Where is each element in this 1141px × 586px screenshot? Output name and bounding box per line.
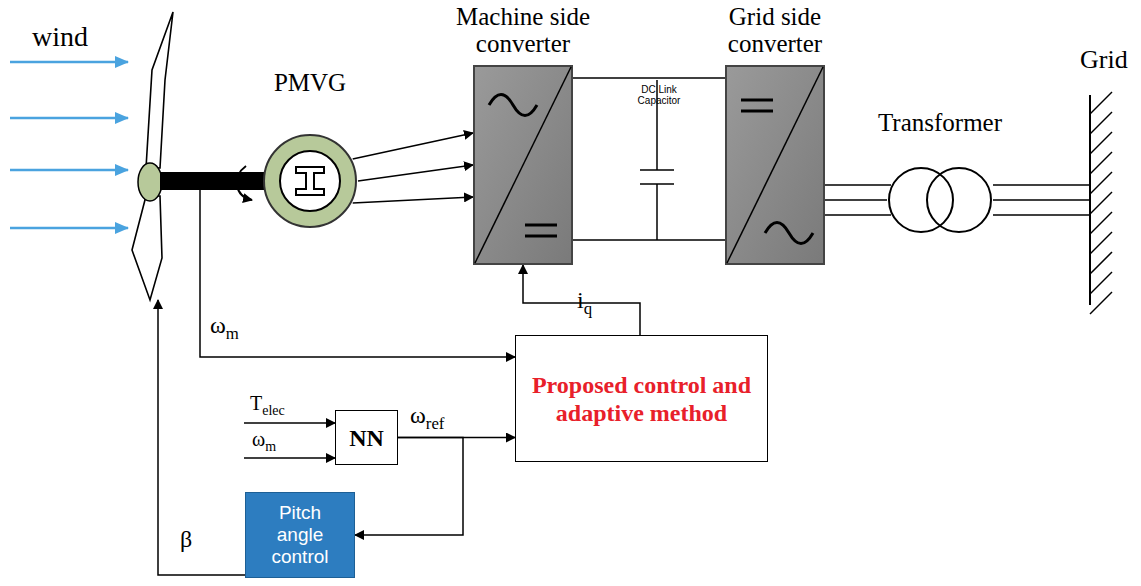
connector-line: [358, 165, 473, 181]
signal-name: iq: [577, 287, 592, 322]
generator-circle: PMVG: [262, 133, 358, 229]
speed-wire: [200, 190, 515, 357]
connector-line: [825, 214, 891, 216]
connector-line: [353, 133, 473, 159]
connector-line: [573, 239, 725, 241]
node-text: NN: [349, 424, 384, 452]
wind-arrows: [10, 62, 128, 228]
grid-hatch: [1090, 92, 1112, 314]
shaft: [160, 172, 266, 190]
connector-line: [825, 184, 891, 186]
signal-name: β: [180, 526, 192, 552]
connector-line: [353, 197, 473, 203]
connector-line: [825, 199, 887, 201]
process-box: Proposed control and adaptive method: [515, 335, 768, 462]
node-heading: Grid side converter: [700, 3, 850, 57]
node-heading: Transformer: [865, 109, 1015, 136]
torque-input: [244, 422, 335, 424]
grid-label: Grid: [1080, 46, 1128, 74]
connector-line: [523, 265, 640, 335]
rotation-arrow: [237, 166, 252, 200]
connector: [573, 78, 725, 240]
signal-name: Telec: [250, 392, 285, 422]
turbine-hub: [138, 163, 162, 201]
process-box: NN: [335, 410, 398, 465]
process-box: Pitch angle control: [245, 492, 355, 578]
connector: [353, 133, 473, 203]
wind-label: wind: [32, 22, 88, 52]
speed-input: [244, 457, 335, 459]
pitch-wire: [158, 300, 245, 575]
connector: [825, 185, 891, 215]
node-text: Pitch angle control: [254, 502, 346, 568]
signal-name: ωm: [210, 312, 239, 347]
connector-line: [573, 77, 725, 79]
connector: [523, 265, 640, 335]
signal-name: ωref: [410, 402, 444, 437]
grid-feed: [993, 185, 1090, 215]
transformer-symbol: Transformer: [887, 167, 993, 233]
turbine-blades: [132, 12, 173, 300]
signal-name: ωm: [252, 428, 276, 458]
converter-box: Grid side converter: [725, 65, 825, 265]
converter-box: Machine side converter: [473, 65, 573, 265]
node-heading: Machine side converter: [436, 3, 611, 57]
node-text: Proposed control and adaptive method: [524, 371, 759, 427]
capacitor-label: DC Link Capacitor: [628, 84, 690, 106]
node-heading: PMVG: [265, 69, 355, 96]
